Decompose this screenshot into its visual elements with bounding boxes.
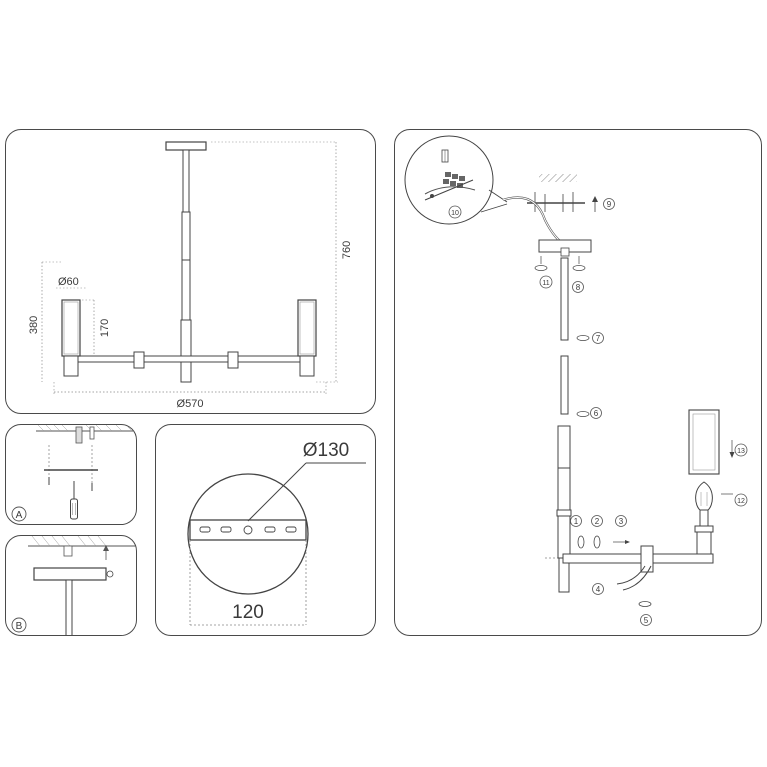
- shade-diameter-label: Ø60: [58, 276, 79, 288]
- step-a-panel: A: [5, 424, 137, 525]
- canopy-plate-drawing: Ø130 120: [187, 440, 366, 626]
- step-3-label: 3: [619, 517, 624, 526]
- step-6-label: 6: [594, 409, 599, 418]
- step-12-label: 12: [737, 498, 745, 505]
- step-9-label: 9: [607, 200, 612, 209]
- step-11-label: 11: [542, 280, 549, 287]
- span-diameter-label: Ø570: [177, 398, 204, 410]
- step-10-label: 10: [451, 210, 459, 217]
- step-13-label: 13: [737, 448, 745, 455]
- height-total-label: 760: [341, 241, 353, 259]
- height-shade-label: 380: [28, 316, 40, 334]
- assembly-panel: 1 2 3 4 5 6 7 8 9 10 11 12 13: [394, 129, 762, 636]
- assembly-steps-drawing: 1 2 3 4 5 6 7 8 9 10 11 12 13: [404, 135, 748, 626]
- step-circles: 1 2 3 4 5 6 7 8 9 10 11 12 13: [448, 198, 748, 626]
- step-a-callout: A: [16, 510, 23, 521]
- plate-width-label: 120: [232, 602, 264, 623]
- step-7-label: 7: [596, 334, 601, 343]
- anchor-drilling-drawing: A: [11, 425, 136, 522]
- canopy-mounting-drawing: B: [11, 536, 136, 635]
- step-b-callout: B: [16, 621, 23, 632]
- step-b-panel: B: [5, 535, 137, 636]
- step-8-label: 8: [576, 283, 581, 292]
- step-1-label: 1: [574, 517, 579, 526]
- dimensions-panel: 760 380 Ø60 170 Ø570: [5, 129, 376, 414]
- canopy-detail-panel: Ø130 120: [155, 424, 376, 636]
- step-4-label: 4: [596, 585, 601, 594]
- canopy-diameter-label: Ø130: [303, 440, 349, 461]
- chandelier-dimension-drawing: 760 380 Ø60 170 Ø570: [28, 141, 353, 410]
- step-2-label: 2: [595, 517, 600, 526]
- step-5-label: 5: [644, 616, 649, 625]
- shade-height-label: 170: [99, 319, 111, 337]
